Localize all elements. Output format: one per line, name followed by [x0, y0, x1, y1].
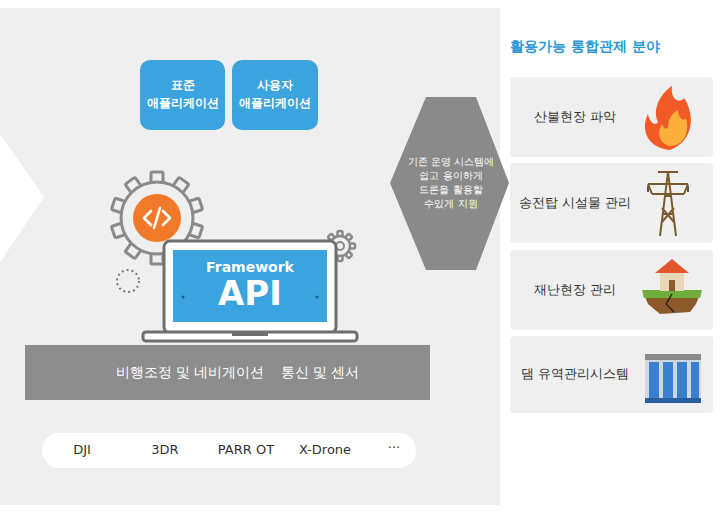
- node-text: 기존 운영 시스템에 쉽고 용이하게 드론을 활용할 수있게 지원: [403, 155, 499, 211]
- field-box: 송전탑 시설물 관리: [510, 163, 640, 243]
- field-boxes: [510, 77, 713, 413]
- field-box: 댐 유역관리시스템: [510, 336, 640, 413]
- dotted-circle: [117, 270, 139, 292]
- field-box: 산불현장 파악: [510, 77, 640, 157]
- disaster-icon: [642, 259, 702, 314]
- api-screen: FrameworkAPI: [173, 250, 327, 322]
- app-box: 사용자 애플리케이션: [232, 60, 318, 130]
- vendor-pill: [42, 433, 416, 468]
- double-arrow: [390, 97, 509, 270]
- node-text: 통신 및 센서: [281, 363, 360, 381]
- fire-icon: [645, 86, 691, 150]
- node-text: DJI: [73, 442, 91, 459]
- node-text: 사용자 애플리케이션: [238, 77, 312, 112]
- node-text: Framework: [206, 260, 294, 275]
- laptop-icon: [143, 241, 357, 341]
- node-text: X-Drone: [299, 442, 351, 459]
- node-text: 댐 유역관리시스템: [521, 366, 629, 383]
- node-text: 표준 애플리케이션: [146, 77, 219, 112]
- node-text: 비행조정 및 네비게이션: [116, 363, 265, 381]
- vendor-pill: DJI 3DR PARR OT X-Drone ···: [42, 433, 416, 468]
- section-heading: 활용가능 통합관제 분야: [510, 38, 660, 56]
- arrow-note: 기존 운영 시스템에 쉽고 용이하게 드론을 활용할 수있게 지원: [401, 140, 501, 226]
- platform-band: [25, 345, 430, 400]
- node-text: PARR OT: [218, 442, 274, 459]
- node-text: 송전탑 시설물 관리: [519, 195, 631, 212]
- dam-icon: [645, 354, 701, 403]
- node-text: 3DR: [151, 442, 178, 459]
- app-box: 표준 애플리케이션: [140, 60, 225, 130]
- field-box: 재난현장 관리: [510, 250, 640, 330]
- node-text: API: [218, 276, 282, 312]
- platform-band: 비행조정 및 네비게이션 통신 및 센서: [25, 345, 430, 400]
- node-text: 재난현장 관리: [534, 282, 616, 299]
- tower-icon: [648, 172, 688, 236]
- node-text: 산불현장 파악: [534, 109, 616, 126]
- node-text: ···: [388, 440, 400, 457]
